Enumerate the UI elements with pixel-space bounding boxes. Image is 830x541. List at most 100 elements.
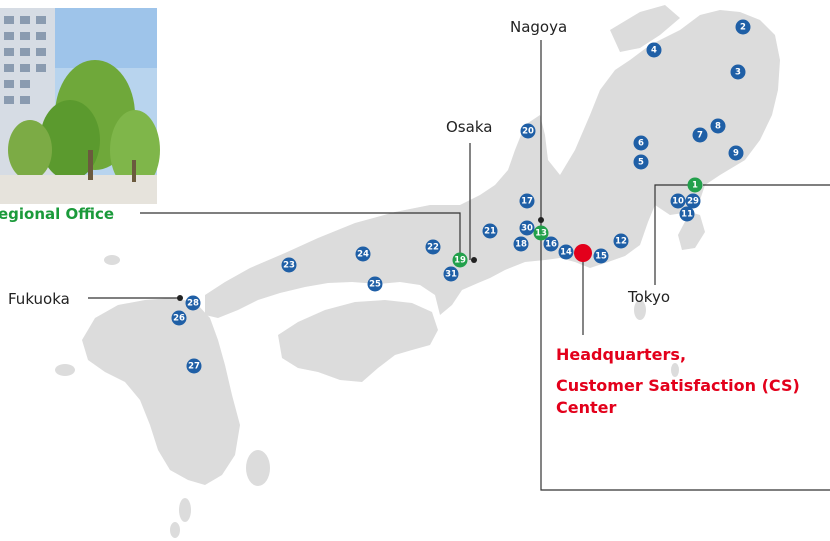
office-marker-number: 21 [484, 227, 496, 237]
office-marker-number: 22 [427, 243, 439, 253]
office-marker-dot [558, 244, 574, 260]
office-marker-number: 2 [740, 23, 746, 33]
office-marker-dot [171, 310, 187, 326]
office-marker-10: 10 [670, 193, 686, 209]
office-marker-number: 10 [672, 197, 684, 207]
office-marker-dot [443, 266, 459, 282]
office-marker-number: 29 [687, 197, 699, 207]
office-marker-dot [519, 220, 535, 236]
office-marker-26: 26 [171, 310, 187, 326]
office-marker-7: 7 [692, 127, 708, 143]
office-marker-dot [519, 193, 535, 209]
office-marker-30: 30 [519, 220, 535, 236]
office-marker-6: 6 [633, 135, 649, 151]
office-marker-number: 14 [560, 248, 572, 258]
office-marker-16: 16 [543, 236, 559, 252]
city-label-nagoya: Nagoya [510, 18, 567, 36]
office-marker-number: 4 [651, 46, 657, 56]
city-label-tokyo: Tokyo [627, 288, 670, 306]
office-marker-dot [730, 64, 746, 80]
office-marker-23: 23 [281, 257, 297, 273]
office-marker-number: 17 [521, 197, 533, 207]
office-marker-number: 28 [187, 299, 199, 309]
office-marker-27: 27 [186, 358, 202, 374]
office-marker-dot [533, 225, 549, 241]
tokyo-leader [654, 184, 695, 285]
office-marker-22: 22 [425, 239, 441, 255]
office-marker-number: 3 [735, 68, 741, 78]
headquarters-label-line3: Center [556, 398, 616, 417]
office-marker-dot [679, 206, 695, 222]
japan-landmass [55, 5, 780, 538]
office-marker-number: 1 [692, 181, 698, 191]
office-marker-dot [692, 127, 708, 143]
office-marker-12: 12 [613, 233, 629, 249]
office-marker-number: 31 [445, 270, 457, 280]
office-marker-9: 9 [728, 145, 744, 161]
office-marker-number: 15 [595, 252, 607, 262]
office-marker-2: 2 [735, 19, 751, 35]
office-marker-1: 1 [687, 177, 703, 193]
office-marker-3: 3 [730, 64, 746, 80]
office-marker-dot [281, 257, 297, 273]
office-marker-dot [543, 236, 559, 252]
office-marker-number: 23 [283, 261, 295, 271]
office-marker-21: 21 [482, 223, 498, 239]
office-marker-dot [355, 246, 371, 262]
office-marker-dot [685, 193, 701, 209]
office-marker-number: 6 [638, 139, 644, 149]
office-building-photo [0, 8, 160, 204]
office-marker-25: 25 [367, 276, 383, 292]
office-marker-number: 8 [715, 122, 721, 132]
office-marker-number: 16 [545, 240, 557, 250]
office-marker-dot [728, 145, 744, 161]
office-marker-number: 5 [638, 158, 644, 168]
office-marker-8: 8 [710, 118, 726, 134]
city-label-osaka: Osaka [446, 118, 492, 136]
office-marker-dot [633, 135, 649, 151]
office-marker-number: 20 [522, 127, 534, 137]
regional-office-label: egional Office [0, 205, 114, 223]
office-marker-dot [513, 236, 529, 252]
office-marker-11: 11 [679, 206, 695, 222]
headquarters-label-line2: Customer Satisfaction (CS) [556, 376, 800, 395]
office-marker-number: 13 [535, 229, 547, 239]
office-marker-dot [710, 118, 726, 134]
office-marker-4: 4 [646, 42, 662, 58]
office-marker-dot [425, 239, 441, 255]
regional-office-leader [140, 212, 461, 260]
leader-lines [88, 40, 830, 491]
office-marker-number: 12 [615, 237, 627, 247]
office-marker-31: 31 [443, 266, 459, 282]
office-marker-13: 13 [533, 225, 549, 241]
office-marker-19: 19 [452, 252, 468, 268]
city-label-fukuoka: Fukuoka [8, 290, 70, 308]
office-marker-14: 14 [558, 244, 574, 260]
office-marker-dot [670, 193, 686, 209]
office-marker-dot [646, 42, 662, 58]
office-marker-17: 17 [519, 193, 535, 209]
office-marker-dot [593, 248, 609, 264]
office-marker-dot [520, 123, 536, 139]
office-marker-29: 29 [685, 193, 701, 209]
office-marker-dot [633, 154, 649, 170]
office-marker-dot [687, 177, 703, 193]
office-marker-number: 27 [188, 362, 200, 372]
office-marker-5: 5 [633, 154, 649, 170]
headquarters-marker [574, 244, 592, 262]
office-marker-number: 18 [515, 240, 527, 250]
leader-dots [177, 217, 544, 301]
office-marker-dot [735, 19, 751, 35]
office-marker-18: 18 [513, 236, 529, 252]
office-marker-dot [186, 358, 202, 374]
office-marker-28: 28 [185, 295, 201, 311]
office-marker-dot [452, 252, 468, 268]
office-marker-number: 25 [369, 280, 381, 290]
office-marker-number: 7 [697, 131, 703, 141]
office-marker-20: 20 [520, 123, 536, 139]
office-marker-number: 30 [521, 224, 533, 234]
office-marker-dot [185, 295, 201, 311]
headquarters-label-line1: Headquarters, [556, 345, 686, 364]
